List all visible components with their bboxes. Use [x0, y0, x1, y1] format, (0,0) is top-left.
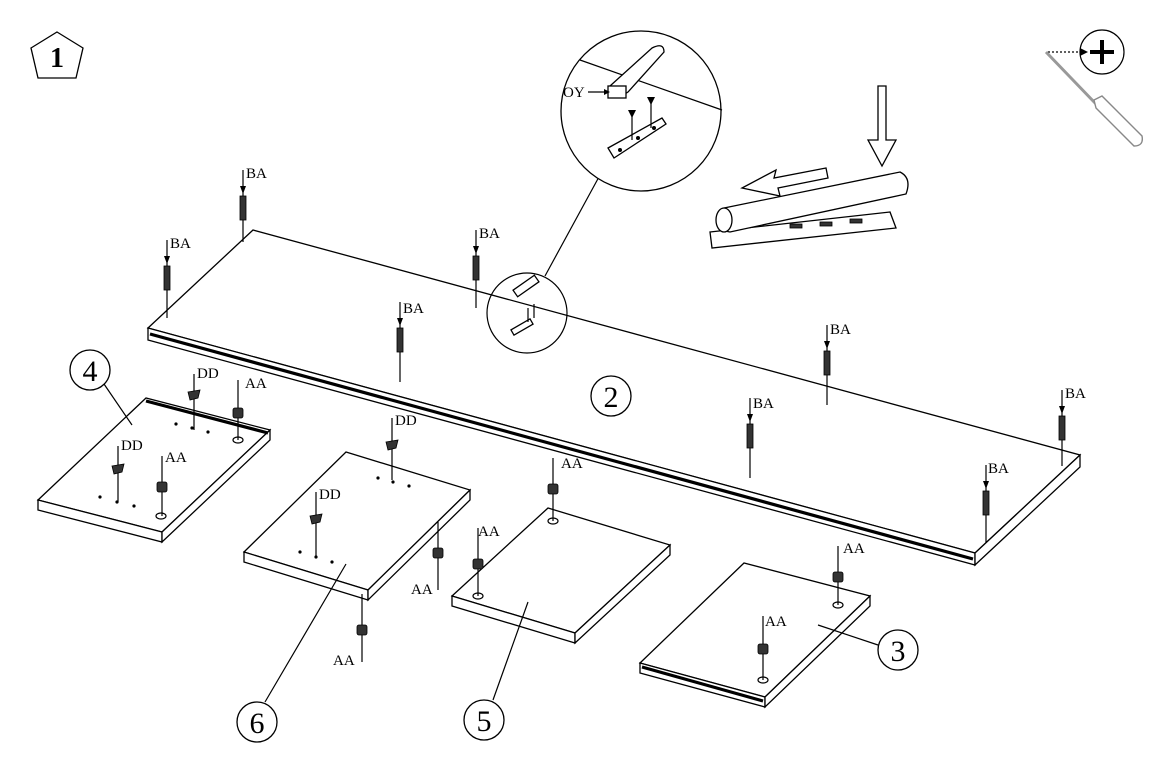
panel-6: DD DD AA AA 6 — [236, 413, 472, 743]
phillips-screwdriver-icon — [1044, 29, 1144, 147]
part-number-2: 2 — [604, 381, 619, 414]
label-aa: AA — [165, 450, 187, 466]
label-dd: DD — [395, 413, 417, 429]
label-oy: OY — [563, 85, 585, 101]
label-aa: AA — [478, 524, 500, 540]
label-ba: BA — [479, 226, 500, 242]
panel-5: AA AA 5 — [450, 456, 672, 741]
part-number-4: 4 — [83, 355, 98, 388]
label-ba: BA — [403, 301, 424, 317]
label-ba: BA — [753, 396, 774, 412]
label-aa: AA — [561, 456, 583, 472]
detail-callout: OY — [486, 30, 723, 354]
part-number-5: 5 — [477, 705, 492, 738]
ba-screws: BA BA BA BA BA BA BA BA — [163, 166, 1086, 543]
label-aa: AA — [765, 614, 787, 630]
label-aa: AA — [333, 653, 355, 669]
panel-3: AA AA 3 — [638, 541, 919, 709]
step-number: 1 — [50, 43, 64, 74]
label-ba: BA — [830, 322, 851, 338]
insert-illustration — [709, 85, 909, 249]
label-dd: DD — [319, 487, 341, 503]
panel-4: DD DD AA AA 4 — [36, 349, 272, 544]
label-dd: DD — [197, 366, 219, 382]
label-ba: BA — [170, 236, 191, 252]
part-label-2: 2 — [590, 375, 632, 417]
step-badge: 1 — [30, 31, 84, 79]
part-number-6: 6 — [250, 707, 265, 740]
label-aa: AA — [245, 376, 267, 392]
label-ba: BA — [246, 166, 267, 182]
label-aa: AA — [411, 582, 433, 598]
part-number-3: 3 — [891, 635, 906, 668]
label-aa: AA — [843, 541, 865, 557]
label-ba: BA — [1065, 386, 1086, 402]
label-ba: BA — [988, 461, 1009, 477]
label-dd: DD — [121, 438, 143, 454]
